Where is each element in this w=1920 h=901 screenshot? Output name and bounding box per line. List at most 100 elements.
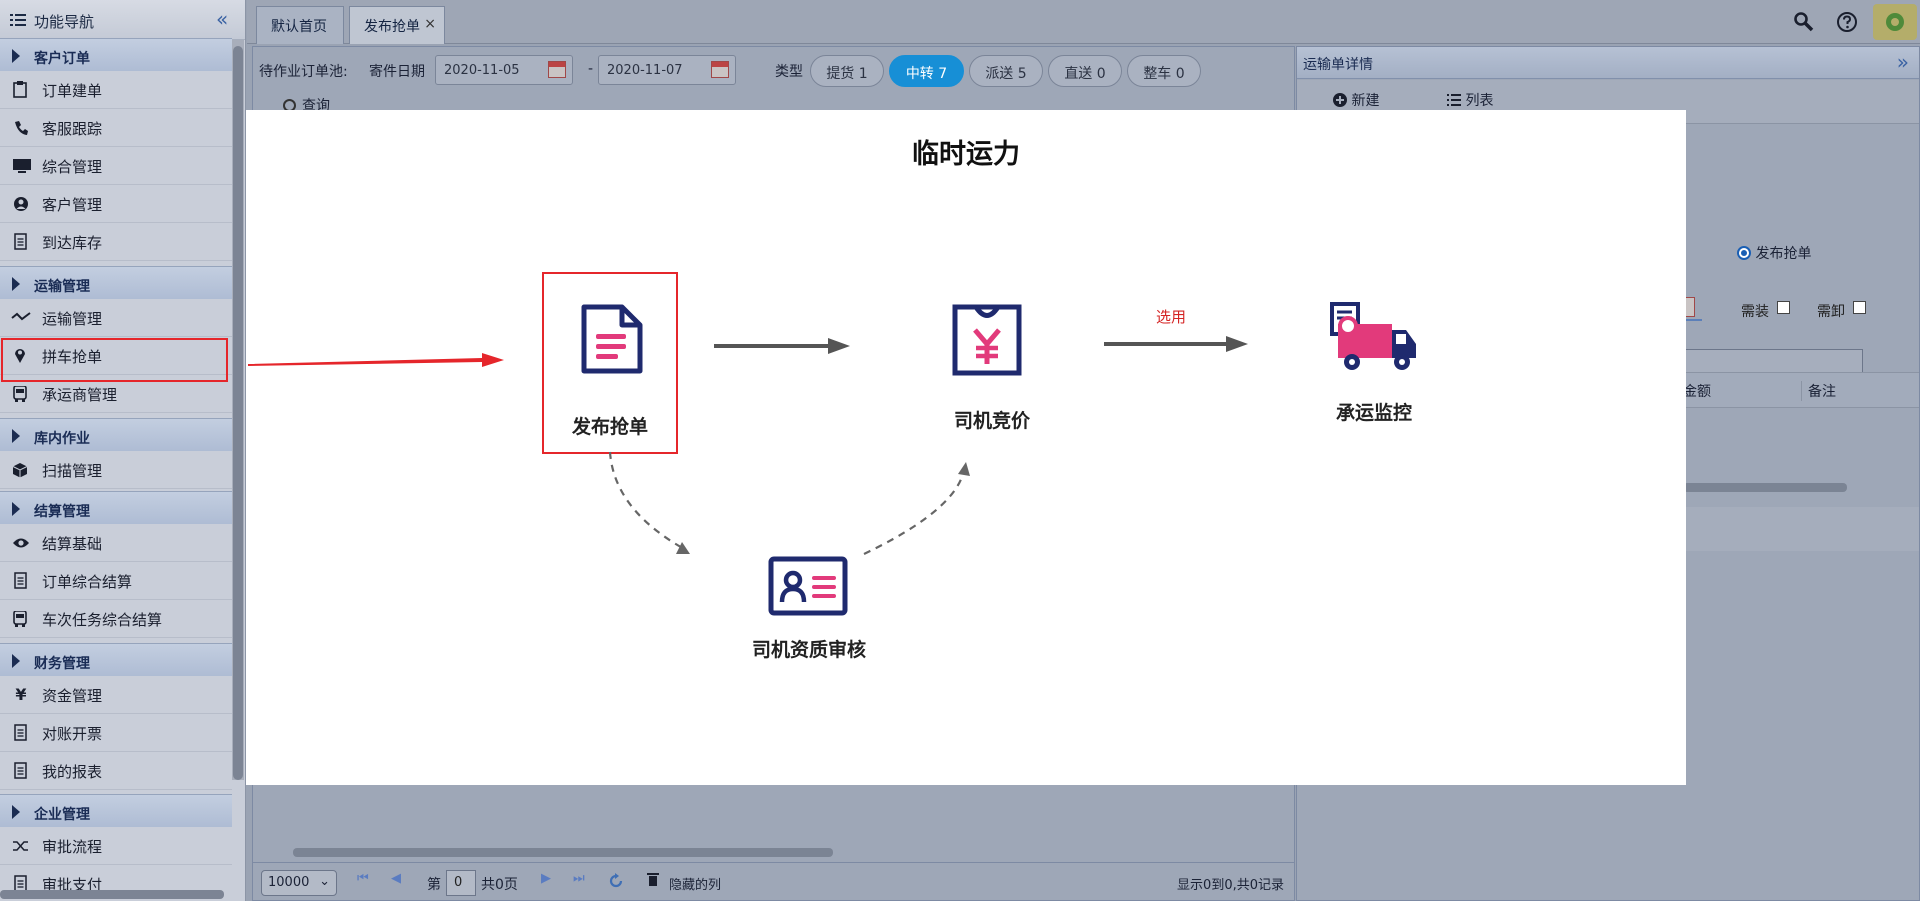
new-label: 新建 [1351,93,1380,109]
date-from-input[interactable]: 2020-11-05 [435,55,573,85]
trash-icon[interactable] [647,872,659,886]
sidebar-horizontal-scrollbar[interactable] [0,890,224,899]
sidebar-item-settlement-basics[interactable]: 结算基础 [0,524,232,562]
sidebar-item-label: 客户管理 [42,196,103,214]
section-label: 运输管理 [34,279,90,295]
sidebar-item-approval-flow[interactable]: 审批流程 [0,827,232,865]
phone-icon [15,121,28,135]
sidebar-item-label: 对账开票 [42,725,103,743]
document-icon [14,233,27,250]
sidebar-item-service-tracking[interactable]: 客服跟踪 [0,109,232,147]
type-pill-full-truck[interactable]: 整车 0 [1127,55,1201,87]
sidebar-item-label: 审批流程 [42,838,103,856]
section-customer-orders[interactable]: 客户订单 [0,38,232,72]
sidebar-item-label: 结算基础 [42,535,103,553]
order-pool-label: 待作业订单池: [259,64,348,80]
yen-icon: ¥ [15,685,27,704]
sidebar-item-label: 客服跟踪 [42,120,103,138]
sidebar-item-reconcile-invoice[interactable]: 对账开票 [0,714,232,752]
calendar-icon[interactable] [711,61,729,78]
delivery-truck-icon [1330,302,1416,370]
new-button[interactable]: 新建 [1333,90,1379,110]
type-pill-delivery[interactable]: 派送 5 [969,55,1043,87]
sidebar-item-order-create[interactable]: 订单建单 [0,71,232,109]
radio-label: 发布抢单 [1755,246,1812,262]
list-icon [1447,94,1461,106]
sidebar-item-carpool-grab-order[interactable]: 拼车抢单 [0,337,232,375]
sidebar-item-my-reports[interactable]: 我的报表 [0,752,232,790]
sidebar-item-label: 审批支付 [42,876,103,894]
type-pill-transfer[interactable]: 中转 7 [889,55,964,87]
sidebar-item-label: 扫描管理 [42,462,103,480]
page-size-select[interactable]: 10000 ⌄ [261,870,337,896]
temp-capacity-modal: 临时运力 发布抢单 司机竞价 选用 [246,110,1686,785]
monitor-icon [13,159,31,173]
page-number-input[interactable]: 0 [446,870,476,896]
caret-right-icon [12,654,20,668]
section-settlement-management[interactable]: 结算管理 [0,491,232,525]
arrow-right-icon [714,338,850,354]
section-transport-management[interactable]: 运输管理 [0,266,232,300]
detail-header: 运输单详情 » [1297,47,1919,79]
bus-icon [13,611,27,627]
tab-label: 默认首页 [271,19,327,35]
ship-date-label: 寄件日期 [369,64,425,80]
page-number-value: 0 [454,875,463,890]
close-tab-icon[interactable]: × [424,16,436,32]
first-page-icon[interactable]: ⏮ [357,871,369,886]
sidebar-item-transport-management[interactable]: 运输管理 [0,299,232,337]
type-pill-direct[interactable]: 直送 0 [1048,55,1122,87]
sidebar-title: 功能导航 [34,13,95,31]
expand-panel-icon[interactable]: » [1896,50,1909,74]
document-icon [14,724,27,741]
user-avatar[interactable] [1873,4,1917,40]
sidebar-item-arrival-stock[interactable]: 到达库存 [0,223,232,261]
date-to-value: 2020-11-07 [607,63,683,78]
collapse-sidebar-icon[interactable]: « [216,7,229,31]
sidebar-item-trip-task-settlement[interactable]: 车次任务综合结算 [0,600,232,638]
grid-horizontal-scrollbar[interactable] [293,848,833,857]
modal-title: 临时运力 [912,139,1020,170]
hidden-columns-button[interactable]: 隐藏的列 [669,878,722,893]
annotation-arrow-icon [248,353,504,367]
sidebar-item-label: 订单综合结算 [42,573,133,591]
need-load-checkbox[interactable] [1777,301,1790,314]
detail-grid-scrollbar[interactable] [1683,483,1847,492]
highlight-box-carpool [1,338,228,382]
search-icon[interactable] [1792,10,1816,34]
settings-leaf-icon [1886,13,1904,31]
sidebar-item-order-settlement[interactable]: 订单综合结算 [0,562,232,600]
sidebar: 功能导航 « 客户订单 订单建单 客服跟踪 综合管理 客户管理 到达库存 运输管… [0,0,246,901]
sidebar-item-label: 订单建单 [42,82,103,100]
list-button[interactable]: 列表 [1447,90,1493,110]
section-warehouse-ops[interactable]: 库内作业 [0,418,232,452]
publish-radio[interactable]: 发布抢单 [1737,243,1811,263]
arrow-right-icon [1104,336,1248,352]
sidebar-item-customer-management[interactable]: 客户管理 [0,185,232,223]
type-pill-pickup[interactable]: 提货 1 [810,55,884,87]
help-icon[interactable] [1835,10,1859,34]
date-to-input[interactable]: 2020-11-07 [598,55,736,85]
calendar-icon[interactable] [548,61,566,78]
clipboard-icon [13,81,27,98]
sidebar-item-general-management[interactable]: 综合管理 [0,147,232,185]
step-publish-label: 发布抢单 [571,416,648,438]
need-unload-checkbox[interactable] [1853,301,1866,314]
box-icon [12,463,28,478]
sidebar-item-fund-management[interactable]: ¥ 资金管理 [0,676,232,714]
prev-page-icon[interactable]: ◀ [391,871,401,886]
sidebar-item-label: 到达库存 [42,234,103,252]
refresh-icon[interactable] [608,873,624,889]
next-page-icon[interactable]: ▶ [541,871,551,886]
tab-publish-grab-order[interactable]: 发布抢单× [349,6,445,44]
last-page-icon[interactable]: ⏭ [573,871,585,886]
section-enterprise-management[interactable]: 企业管理 [0,794,232,828]
tab-label: 发布抢单 [364,19,420,35]
section-finance-management[interactable]: 财务管理 [0,643,232,677]
sidebar-item-scan-management[interactable]: 扫描管理 [0,451,232,489]
sidebar-scrollbar[interactable] [232,40,244,780]
tab-default-home[interactable]: 默认首页 [256,6,344,44]
column-amount: 金额 [1683,384,1711,400]
need-unload-label: 需卸 [1817,304,1845,320]
scrollbar-thumb[interactable] [233,46,243,780]
